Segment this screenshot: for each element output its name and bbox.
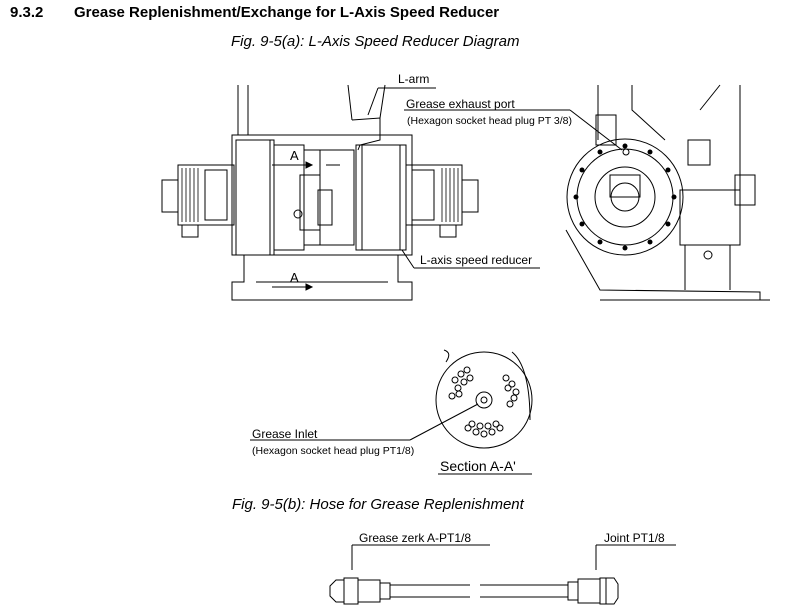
figure-a-caption: Fig. 9-5(a): L-Axis Speed Reducer Diagra… <box>231 33 520 50</box>
exhaust-plug-spec: (Hexagon socket head plug PT 3/8) <box>407 115 572 127</box>
l-arm-label: L-arm <box>398 72 430 86</box>
section-title: Grease Replenishment/Exchange for L-Axis… <box>74 4 500 21</box>
inlet-plug-spec: (Hexagon socket head plug PT1/8) <box>252 445 415 457</box>
figure-b-caption: Fig. 9-5(b): Hose for Grease Replenishme… <box>232 496 524 513</box>
front-view-drawing <box>161 84 540 301</box>
section-number: 9.3.2 <box>10 4 44 21</box>
side-view-drawing <box>404 84 770 301</box>
joint-label: Joint PT1/8 <box>604 531 665 545</box>
section-marker-a-lower: A <box>290 270 299 285</box>
section-marker-a-upper: A <box>290 148 299 163</box>
grease-exhaust-port-label: Grease exhaust port <box>406 97 515 111</box>
section-aa-title: Section A-A' <box>440 458 516 474</box>
grease-inlet-label: Grease Inlet <box>252 427 318 441</box>
l-axis-speed-reducer-label: L-axis speed reducer <box>420 253 533 267</box>
section-aa-drawing <box>250 349 533 475</box>
grease-zerk-label: Grease zerk A-PT1/8 <box>359 531 472 545</box>
grease-hose-drawing <box>329 544 676 605</box>
